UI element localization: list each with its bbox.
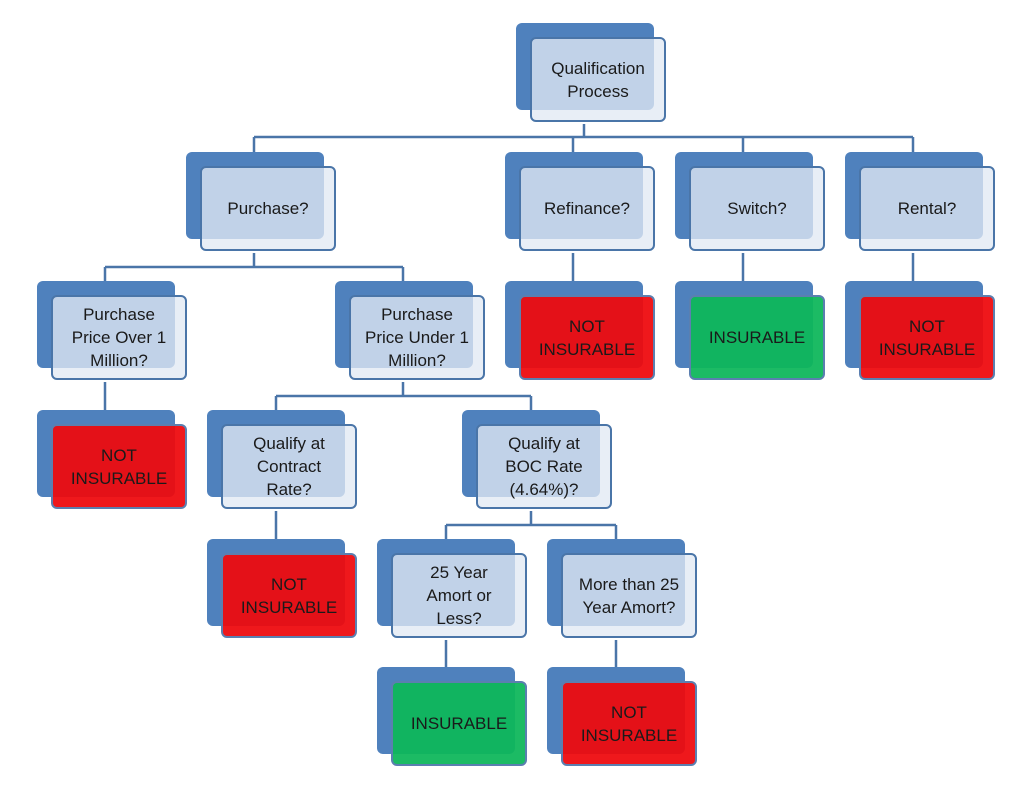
node-label: Purchase Price Under 1 Million? xyxy=(365,305,469,370)
node-label: Qualification Process xyxy=(551,58,645,101)
node-label: Refinance? xyxy=(543,199,630,218)
node-label: NOT INSURABLE xyxy=(538,316,636,359)
node-label: 25 Year Amort or Less? xyxy=(426,563,492,628)
node-label: NOT INSURABLE xyxy=(878,316,976,359)
node-label: Rental? xyxy=(897,199,957,218)
node-label: Purchase? xyxy=(227,199,309,218)
node-label: INSURABLE xyxy=(410,714,508,733)
node-label: INSURABLE xyxy=(708,328,806,347)
node-label: NOT INSURABLE xyxy=(580,702,678,745)
node-label: More than 25 Year Amort? xyxy=(578,574,680,617)
node-label: NOT INSURABLE xyxy=(240,574,338,617)
node-label: Qualify at Contract Rate? xyxy=(253,434,325,499)
node-label: NOT INSURABLE xyxy=(70,445,168,488)
node-label: Purchase Price Over 1 Million? xyxy=(71,305,167,370)
node-label: Qualify at BOC Rate (4.64%)? xyxy=(505,434,583,499)
node-label: Switch? xyxy=(727,199,787,218)
